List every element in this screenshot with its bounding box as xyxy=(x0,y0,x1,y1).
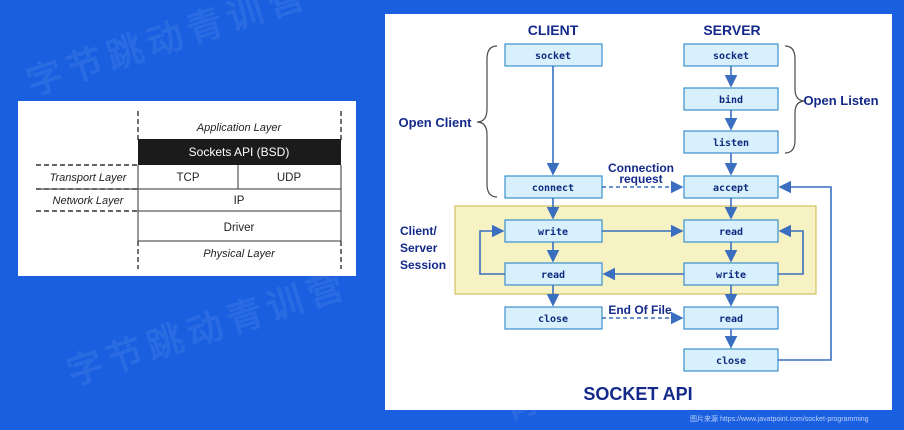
client-read-label: read xyxy=(541,270,565,281)
watermark-label: @稀土掘金技术社区 xyxy=(728,389,864,407)
open-listen-brace xyxy=(784,45,806,154)
connection-label: Connection xyxy=(608,161,674,175)
open-listen-label: Open Listen xyxy=(803,93,878,108)
background-watermark: 字节跳动青训营 xyxy=(21,0,315,105)
sockets-api-label: Sockets API (BSD) xyxy=(189,145,290,159)
tcp-label: TCP xyxy=(177,172,200,184)
server-bind-label: bind xyxy=(719,94,743,106)
session-label-line2: Server xyxy=(400,241,438,255)
request-label: request xyxy=(619,172,662,186)
client-write-label: write xyxy=(538,226,568,238)
server-write-label: write xyxy=(716,269,746,281)
application-layer-label: Application Layer xyxy=(196,122,283,134)
server-read-label: read xyxy=(719,227,743,238)
source-caption: 图片来源 https://www.javatpoint.com/socket-p… xyxy=(690,416,869,423)
arrow-server-loop xyxy=(778,224,804,275)
network-layer-label: Network Layer xyxy=(53,195,125,207)
server-read-eof-label: read xyxy=(719,314,743,325)
end-of-file-label: End Of File xyxy=(608,303,672,317)
network-layer-diagram: Application Layer Sockets API (BSD) Tran… xyxy=(18,101,356,276)
server-close-label: close xyxy=(716,356,746,367)
udp-label: UDP xyxy=(277,172,302,184)
client-header: CLIENT xyxy=(528,22,579,38)
server-listen-label: listen xyxy=(713,137,749,149)
socket-api-title: SOCKET API xyxy=(583,384,692,404)
ip-label: IP xyxy=(234,195,245,207)
arrow-client-loop xyxy=(479,224,505,275)
driver-label: Driver xyxy=(224,222,255,234)
open-client-label: Open Client xyxy=(399,115,473,130)
arrow-close-accept xyxy=(778,180,832,361)
background-watermark: 字节跳动青训营 xyxy=(61,264,355,395)
socket-api-diagram: CLIENT SERVER socket connect write read … xyxy=(385,14,892,410)
client-close-label: close xyxy=(538,314,568,325)
physical-layer-label: Physical Layer xyxy=(203,248,276,260)
server-socket-label: socket xyxy=(713,51,749,62)
open-client-brace xyxy=(476,45,498,198)
session-label-line1: Client/ xyxy=(400,224,437,238)
server-accept-label: accept xyxy=(713,183,749,194)
client-socket-label: socket xyxy=(535,51,571,62)
server-header: SERVER xyxy=(703,22,760,38)
client-connect-label: connect xyxy=(532,183,574,194)
transport-layer-label: Transport Layer xyxy=(50,172,128,184)
session-label-line3: Session xyxy=(400,258,446,272)
